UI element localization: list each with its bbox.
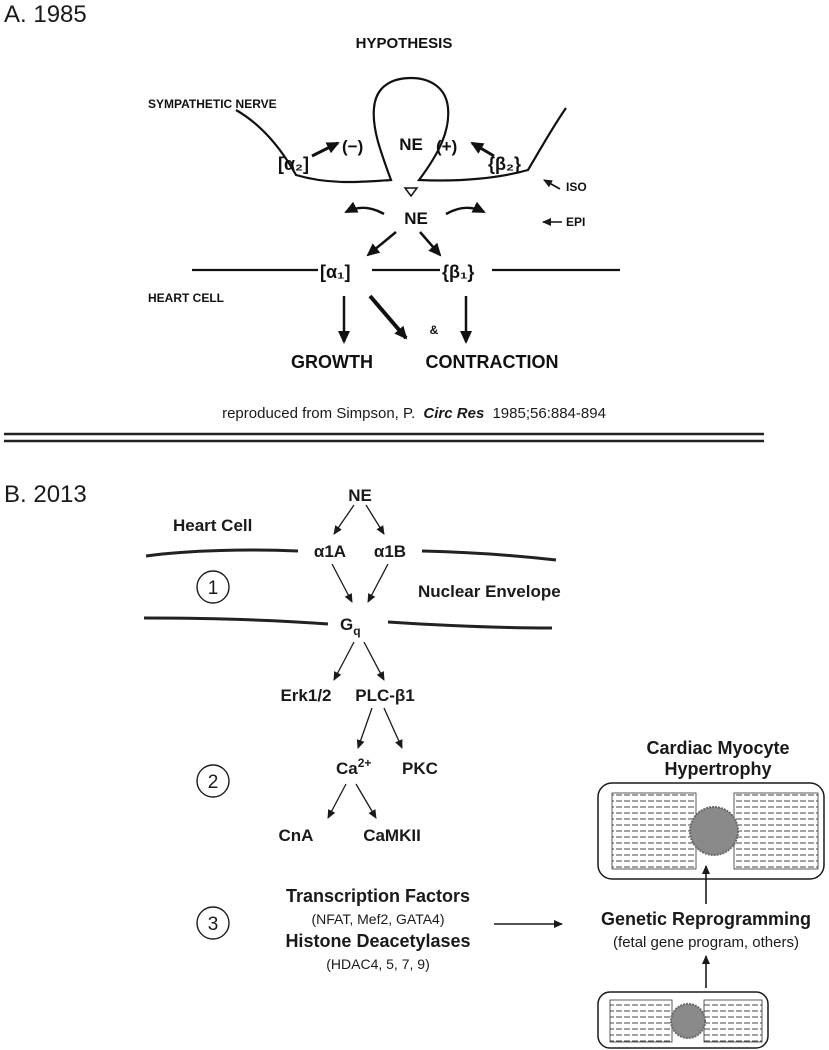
step-2-circle (196, 764, 230, 798)
cna-node: CnA (279, 826, 314, 845)
ne-right-curl-arrow (445, 201, 486, 216)
step-3-number: 3 (208, 914, 219, 935)
ca-superscript: 2+ (358, 756, 372, 770)
gq-node: Gq (340, 615, 361, 638)
ne-node: NE (348, 486, 372, 505)
a1b-to-gq-arrow (367, 563, 389, 603)
step-3-circle (196, 906, 230, 940)
nuclear-envelope-left (143, 616, 329, 626)
plc-node: PLC-β1 (355, 686, 415, 705)
histone-deacetylases-label: Histone Deacetylases (285, 931, 470, 951)
pkc-node: PKC (402, 759, 438, 778)
citation-suffix: 1985;56:884-894 (492, 405, 605, 422)
contraction-label: CONTRACTION (426, 352, 559, 372)
nuclear-envelope-right (387, 620, 553, 630)
ne-left-curl-arrow (344, 201, 385, 216)
release-arrow-icon (403, 187, 419, 198)
erk-node: Erk1/2 (280, 686, 331, 705)
ca-label: Ca (336, 759, 358, 778)
heart-cell-label-a: HEART CELL (148, 291, 224, 305)
heart-cell-label-b: Heart Cell (173, 516, 252, 535)
beta1-receptor: {β₁} (442, 262, 474, 282)
gq-to-erk-arrow (333, 641, 355, 681)
panel-b: B. 2013 NE Heart Cell α1A α1B 1 Nuclear … (4, 481, 825, 1049)
a1b-node: α1B (374, 542, 406, 561)
alpha1-contraction-arrow (368, 294, 408, 340)
genetic-reprogramming-detail: (fetal gene program, others) (613, 934, 799, 951)
genetic-reprogramming-label: Genetic Reprogramming (601, 909, 811, 929)
citation-prefix: reproduced from Simpson, P. (222, 405, 415, 422)
gq-to-plc-arrow (363, 641, 385, 681)
alpha2-receptor: [α₂] (278, 154, 309, 174)
hypertrophy-title-line2: Hypertrophy (664, 759, 771, 779)
camkii-node: CaMKII (363, 826, 421, 845)
stimulation-sign: (+) (436, 137, 457, 156)
citation: reproduced from Simpson, P. Circ Res 198… (222, 405, 606, 422)
ampersand-label: & (430, 323, 439, 337)
cell-membrane-left (145, 548, 299, 558)
iso-arrow (543, 179, 561, 190)
citation-journal: Circ Res (423, 405, 484, 422)
iso-label: ISO (566, 180, 587, 194)
panel-a: A. 1985 HYPOTHESIS SYMPATHETIC NERVE NE … (4, 1, 620, 422)
cell-membrane-right (421, 549, 557, 562)
beta2-receptor: {β₂} (488, 154, 521, 174)
epi-label: EPI (566, 215, 585, 229)
plc-to-pkc-arrow (383, 707, 403, 749)
inhibition-sign: (−) (342, 137, 363, 156)
ne-to-a1a-arrow (333, 504, 355, 535)
step-2-number: 2 (208, 772, 219, 793)
plc-to-ca-arrow (356, 707, 373, 749)
ne-to-a1b-arrow (365, 504, 385, 535)
gq-subscript: q (353, 624, 360, 638)
transcription-factors-detail: (NFAT, Mef2, GATA4) (311, 911, 444, 927)
beta2-arrow (470, 141, 495, 158)
gq-label: G (340, 615, 353, 634)
histone-deacetylases-detail: (HDAC4, 5, 7, 9) (326, 956, 429, 972)
ca-to-cna-arrow (327, 783, 347, 819)
ne-released-label: NE (404, 209, 428, 228)
a1a-to-gq-arrow (331, 563, 353, 603)
alpha1-receptor: [α₁] (320, 262, 351, 282)
ca-node: Ca2+ (336, 756, 371, 778)
growth-label: GROWTH (291, 352, 373, 372)
step-1-circle (196, 570, 230, 604)
ne-vesicle-label: NE (399, 135, 423, 154)
panel-a-label: A. 1985 (4, 1, 87, 28)
normal-myocyte (597, 991, 769, 1049)
step-1-number: 1 (208, 578, 219, 599)
hypertrophy-title-line1: Cardiac Myocyte (646, 738, 789, 758)
transcription-factors-label: Transcription Factors (286, 886, 470, 906)
sympathetic-nerve-label: SYMPATHETIC NERVE (148, 97, 277, 111)
a1a-node: α1A (314, 542, 346, 561)
nerve-terminal-outline (235, 76, 567, 184)
alpha2-arrow (311, 141, 340, 158)
nuclear-envelope-label: Nuclear Envelope (418, 582, 561, 601)
ne-to-alpha1-arrow (366, 231, 397, 257)
hypothesis-title: HYPOTHESIS (356, 35, 453, 52)
hypertrophied-myocyte (597, 782, 825, 880)
panel-b-label: B. 2013 (4, 481, 87, 508)
ca-to-camkii-arrow (355, 783, 377, 819)
ne-to-beta1-arrow (419, 231, 442, 257)
